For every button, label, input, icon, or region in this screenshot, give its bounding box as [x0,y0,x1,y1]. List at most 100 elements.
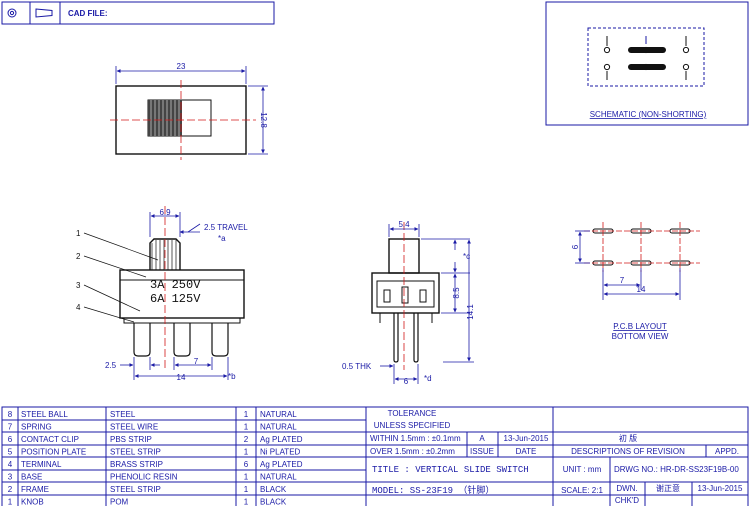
bom-cell-finish: Ag PLATED [260,460,303,469]
bom-cell-qty: 1 [244,448,249,457]
top-view-height-dim: 12.8 [259,112,268,128]
bom-cell-no: 6 [8,435,13,444]
callout-4: 4 [76,303,81,312]
side-dim-8-5: 8.5 [452,287,461,299]
callout-1: 1 [76,229,81,238]
top-view: 23 12.8 [110,62,268,160]
bom-cell-no: 1 [8,498,13,506]
model-text: MODEL: SS-23F19 （针脚） [372,484,494,496]
bom-cell-finish: BLACK [260,498,287,506]
dim-14: 14 [177,373,186,382]
revision-date: 13-Jun-2015 [504,434,549,443]
callout-3: 3 [76,281,81,290]
tolerance-within: WITHIN 1.5mm : ±0.1mm [370,434,461,443]
bom-cell-finish: Ni PLATED [260,448,301,457]
dim-6-9: 6.9 [159,208,171,217]
bom-cell-qty: 1 [244,473,249,482]
unit-text: UNIT : mm [563,465,602,474]
side-view-body [371,272,440,314]
pcb-caption-2: BOTTOM VIEW [612,332,669,341]
revision-issue: A [479,434,485,443]
side-mark-c: *c [463,252,470,261]
pcb-dim-6: 6 [571,244,580,249]
bom-cell-material: PHENOLIC RESIN [110,473,178,482]
scale-text: SCALE: 2:1 [561,486,603,495]
bom-cell-no: 5 [8,448,13,457]
bom-cell-finish: Ag PLATED [260,435,303,444]
mark-b: *b [228,372,236,381]
callout-2: 2 [76,252,81,261]
bom-cell-qty: 1 [244,485,249,494]
bom-cell-no: 8 [8,410,13,419]
pcb-dim-7: 7 [620,276,625,285]
bom-cell-material: STEEL STRIP [110,448,161,457]
bom-cell-qty: 1 [244,423,249,432]
pcb-caption-1: P.C.B LAYOUT [613,322,667,331]
bom-cell-material: STEEL [110,410,136,419]
dwn-name: 谢正意 [656,483,680,493]
dwn-date: 13-Jun-2015 [698,484,743,493]
front-view: 3A 250V 6A 125V 1 2 3 4 6.9 2.5 TRAVE [76,206,248,382]
projection-symbol [7,8,53,18]
bom-cell-part: FRAME [21,485,49,494]
bom-cell-qty: 2 [244,435,249,444]
side-view-pins [393,313,419,363]
top-view-knob [148,100,182,136]
side-view: 5.4 *c 8.5 14.1 0.5 THK 6 *d [342,220,475,386]
bom-cell-finish: NATURAL [260,423,297,432]
rating-line-2: 6A 125V [150,292,201,306]
bom-cell-qty: 6 [244,460,249,469]
schematic-bridge-upper [628,47,666,53]
drwg-number: DRWG NO.: HR-DR-SS23F19B-00 [614,465,739,474]
bom-cell-qty: 1 [244,410,249,419]
dwn-label: DWN. [616,484,637,493]
top-view-width-dim: 23 [177,62,186,71]
bom-cell-material: STEEL WIRE [110,423,158,432]
desc-label: DESCRIPTIONS OF REVISION [571,447,685,456]
bom-cell-no: 2 [8,485,13,494]
bom-cell-material: STEEL STRIP [110,485,161,494]
bom-cell-material: POM [110,498,129,506]
rating-line-1: 3A 250V [150,278,201,292]
side-mark-d: *d [424,374,432,383]
bom-cell-material: BRASS STRIP [110,460,163,469]
tolerance-subtitle: UNLESS SPECIFIED [374,421,451,430]
side-dim-5-4: 5.4 [398,220,410,229]
cad-file-header [1,1,275,25]
schematic-panel: SCHEMATIC (NON-SHORTING) [545,1,749,126]
bom-cell-part: TERMINAL [21,460,62,469]
bom-cell-part: STEEL BALL [21,410,68,419]
bom-cell-part: SPRING [21,423,52,432]
thk-label: 0.5 THK [342,362,372,371]
schematic-bridge-lower [628,64,666,70]
bom-cell-material: PBS STRIP [110,435,152,444]
bom-cell-no: 7 [8,423,13,432]
dim-2-5: 2.5 [105,361,117,370]
bom-cell-finish: NATURAL [260,473,297,482]
issue-label: ISSUE [470,447,494,456]
bom-cell-qty: 1 [244,498,249,506]
appd-label: APPD. [715,447,739,456]
side-dim-14-1: 14.1 [466,304,475,320]
side-dim-6: 6 [404,377,409,386]
bom-cell-part: CONTACT CLIP [21,435,79,444]
bom-cell-finish: BLACK [260,485,287,494]
schematic-caption: SCHEMATIC (NON-SHORTING) [590,110,707,119]
date-label: DATE [516,447,537,456]
bom-cell-part: KNOB [21,498,44,506]
bom-cell-part: POSITION PLATE [21,448,86,457]
bom-cell-part: BASE [21,473,42,482]
dim-7: 7 [194,357,199,366]
tolerance-title: TOLERANCE [388,409,437,418]
travel-label: 2.5 TRAVEL [204,223,248,232]
title-text: TITLE : VERTICAL SLIDE SWITCH [372,465,529,475]
revision-description: 初 版 [619,433,637,443]
pcb-dim-14: 14 [637,285,646,294]
bom-cell-finish: NATURAL [260,410,297,419]
front-view-pins [133,323,229,357]
pcb-layout: 6 7 14 P.C.B LAYOUT BOTTOM VIEW [571,222,700,341]
tolerance-over: OVER 1.5mm : ±0.2mm [370,447,455,456]
